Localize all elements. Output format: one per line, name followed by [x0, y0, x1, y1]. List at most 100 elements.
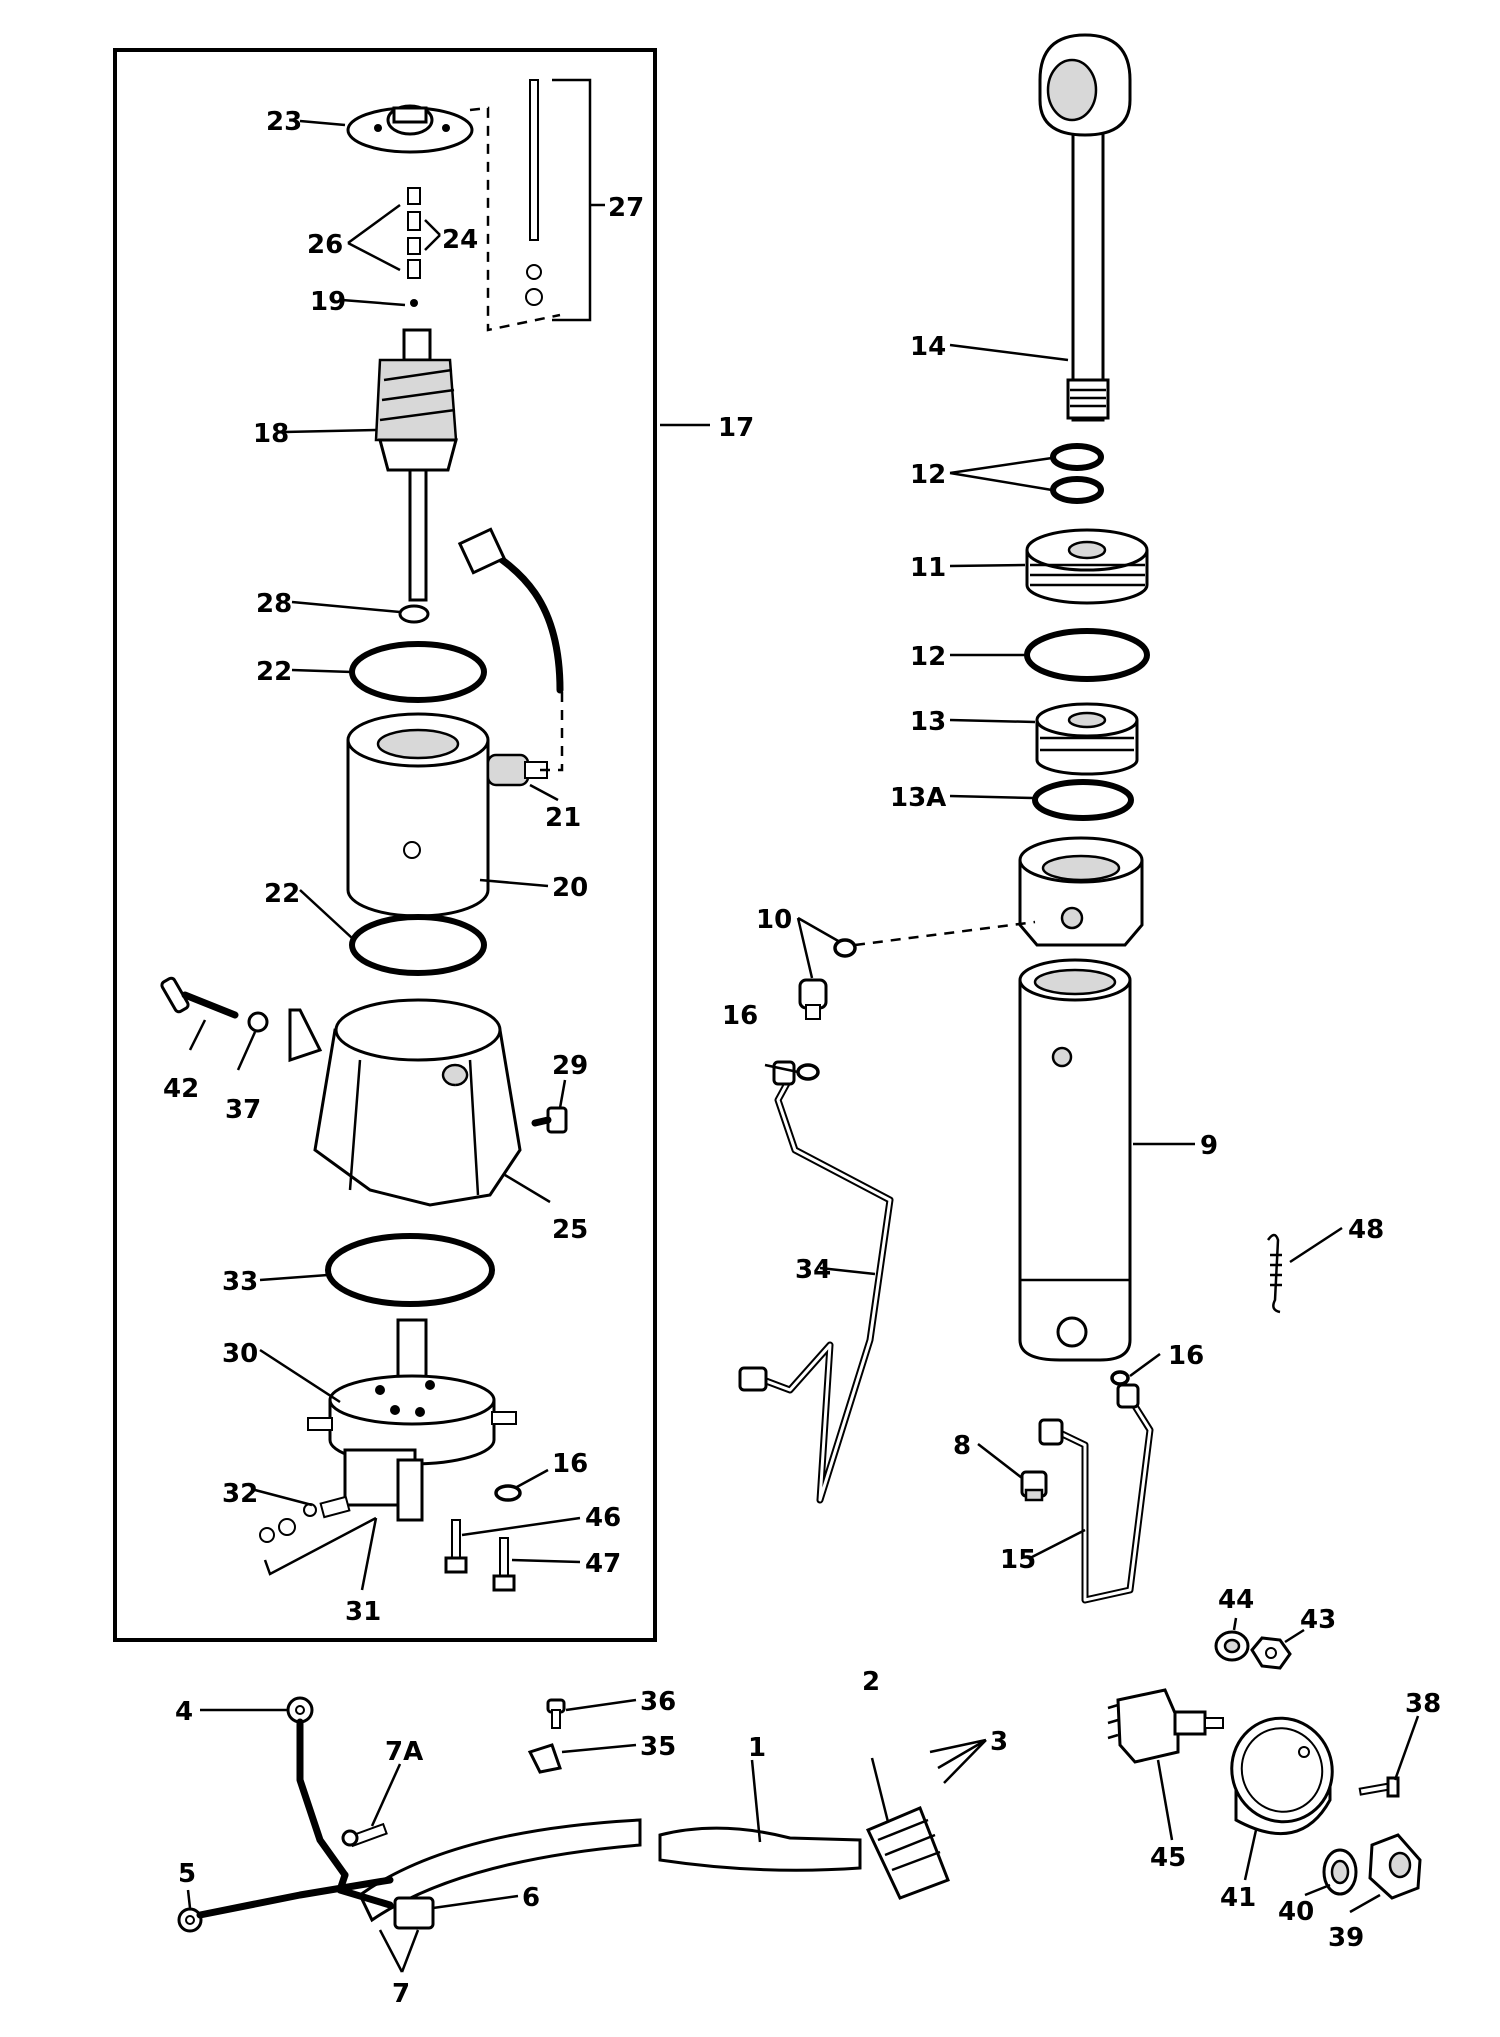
part-33-o-ring [325, 1233, 495, 1307]
label-37: 37 [225, 1095, 261, 1125]
label-29: 29 [552, 1051, 588, 1081]
label-38: 38 [1405, 1689, 1441, 1719]
label-27: 27 [608, 193, 644, 223]
part-40-washer [1322, 1848, 1358, 1896]
part-20-motor-frame [346, 712, 548, 918]
label-5: 5 [178, 1859, 196, 1889]
label-31: 31 [345, 1597, 381, 1627]
part-39-nut [1368, 1833, 1422, 1900]
label-16-upper: 16 [722, 1001, 758, 1031]
label-44: 44 [1218, 1585, 1254, 1615]
label-10: 10 [756, 905, 792, 935]
part-10-fitting [798, 978, 828, 1020]
label-19: 19 [310, 287, 346, 317]
part-47-bolt [492, 1537, 516, 1592]
label-4: 4 [175, 1697, 193, 1727]
label-24: 24 [442, 225, 478, 255]
label-7a: 7A [385, 1737, 423, 1767]
part-11-gland [1025, 528, 1149, 605]
label-3: 3 [990, 1727, 1008, 1757]
label-12-upper: 12 [910, 460, 946, 490]
part-30-pump-body [307, 1318, 517, 1522]
part-5-terminal [177, 1876, 394, 1933]
part-48-spring [1266, 1233, 1282, 1314]
label-33: 33 [222, 1267, 258, 1297]
label-16-pump: 16 [552, 1449, 588, 1479]
part-12-ring-upper [1050, 443, 1104, 471]
part-37-washer [247, 1011, 269, 1033]
label-12-lower: 12 [910, 642, 946, 672]
part-25-pump-housing [288, 998, 522, 1207]
label-30: 30 [222, 1339, 258, 1369]
part-13a-o-ring [1032, 779, 1134, 821]
label-26: 26 [307, 230, 343, 260]
part-45-switch [1107, 1688, 1224, 1764]
label-46: 46 [585, 1503, 621, 1533]
part-9-cylinder [1018, 958, 1132, 1362]
label-28: 28 [256, 589, 292, 619]
part-38-screw [1358, 1776, 1400, 1798]
label-21: 21 [545, 803, 581, 833]
part-43-nut [1250, 1636, 1292, 1670]
pump-motor-assembly-box [113, 48, 657, 1642]
part-31-32-valve-kit [259, 1495, 377, 1576]
part-18-armature [374, 328, 458, 602]
part-24-26-brushes [407, 187, 421, 307]
part-27-through-bolt [525, 78, 605, 322]
part-44-washer [1214, 1630, 1250, 1662]
part-8-plug [1020, 1470, 1048, 1502]
part-10-cylinder-head [1018, 836, 1144, 947]
label-16-lower: 16 [1168, 1341, 1204, 1371]
motor-wire-lead [476, 541, 564, 694]
label-13: 13 [910, 707, 946, 737]
label-18: 18 [253, 419, 289, 449]
label-42: 42 [163, 1074, 199, 1104]
part-13-piston [1035, 702, 1139, 776]
label-8: 8 [953, 1431, 971, 1461]
label-41: 41 [1220, 1883, 1256, 1913]
label-2: 2 [862, 1667, 880, 1697]
label-13a: 13A [890, 783, 946, 813]
part-36-screw [546, 1698, 566, 1729]
part-22-o-ring-lower [349, 914, 487, 976]
part-7a-screw [341, 1822, 388, 1848]
label-6: 6 [522, 1883, 540, 1913]
label-20: 20 [552, 873, 588, 903]
part-34-hydraulic-line [738, 1060, 894, 1504]
part-35-clip [527, 1743, 562, 1774]
label-14: 14 [910, 332, 946, 362]
label-40: 40 [1278, 1897, 1314, 1927]
label-15: 15 [1000, 1545, 1036, 1575]
label-9: 9 [1200, 1131, 1218, 1161]
part-46-bolt [444, 1519, 468, 1574]
label-47: 47 [585, 1549, 621, 1579]
part-15-hydraulic-line [1038, 1383, 1154, 1604]
leader-lines [186, 119, 1420, 1973]
part-16-o-ring-lower [1110, 1370, 1130, 1386]
label-23: 23 [266, 107, 302, 137]
label-11: 11 [910, 553, 946, 583]
label-39: 39 [1328, 1923, 1364, 1953]
label-36: 36 [640, 1687, 676, 1717]
part-29-screw [531, 1106, 568, 1134]
part-41-gauge [1230, 1716, 1334, 1836]
label-32: 32 [222, 1479, 258, 1509]
part-4-terminal [286, 1696, 349, 1879]
label-7: 7 [392, 1979, 410, 2009]
label-45: 45 [1150, 1843, 1186, 1873]
label-22-lower: 22 [264, 879, 300, 909]
label-25: 25 [552, 1215, 588, 1245]
label-48: 48 [1348, 1215, 1384, 1245]
part-12-ring-lower [1050, 476, 1104, 504]
part-28-washer [398, 604, 430, 624]
label-34: 34 [795, 1255, 831, 1285]
part-1-harness-cable [358, 1818, 862, 1923]
label-22-upper: 22 [256, 657, 292, 687]
part-14-piston-rod [1038, 33, 1132, 422]
part-23-end-cap [346, 104, 474, 154]
label-17: 17 [718, 413, 754, 443]
part-12-o-ring [1024, 628, 1150, 682]
part-22-o-ring-upper [349, 641, 487, 703]
label-1: 1 [748, 1733, 766, 1763]
